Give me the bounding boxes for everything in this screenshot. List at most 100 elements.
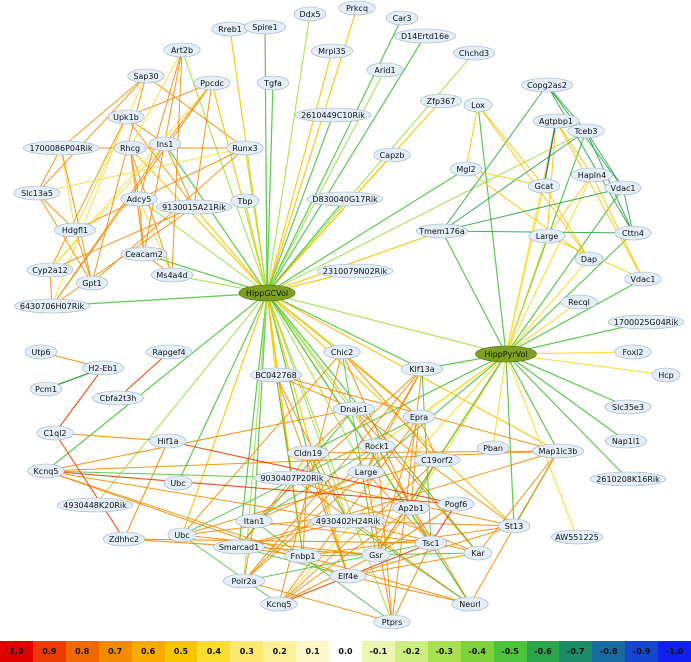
gene-node: 2610449C10Rik: [294, 107, 372, 123]
gene-node-shape: [244, 19, 287, 35]
gene-node: Pban: [476, 440, 510, 456]
gene-node-label: BC042768: [255, 371, 296, 380]
gene-node-shape: [532, 113, 580, 129]
gene-node-shape: [414, 535, 448, 551]
gene-node-shape: [36, 425, 74, 441]
gene-node: Car3: [385, 10, 419, 26]
gene-node-label: Nap1l1: [612, 437, 640, 446]
gene-node: Foxl2: [614, 344, 652, 360]
gene-node: Kar: [463, 545, 493, 561]
gene-node-label: Cttn4: [622, 229, 644, 238]
edge: [171, 49, 183, 276]
edge: [243, 542, 432, 582]
gene-node-shape: [624, 271, 662, 287]
edge: [347, 525, 515, 577]
edge: [546, 84, 634, 234]
gene-node-shape: [329, 568, 367, 584]
gene-node: BC042768: [250, 367, 302, 383]
edge: [353, 408, 479, 554]
edge: [94, 292, 268, 506]
gene-node-label: Rhcg: [120, 144, 140, 153]
gene-node-label: Mrpl35: [318, 47, 346, 56]
edge: [441, 187, 624, 232]
gene-node-label: Dap: [581, 255, 597, 264]
gene-node-shape: [103, 531, 146, 547]
gene-node-label: Itan1: [244, 517, 265, 526]
edge: [266, 154, 393, 294]
gene-node-shape: [92, 390, 144, 406]
edge: [477, 104, 545, 187]
gene-node-shape: [332, 401, 375, 417]
edge: [302, 555, 471, 605]
gene-node-label: Vdac1: [631, 275, 656, 284]
gene-node: Smarcad1: [213, 539, 265, 555]
gene-node-shape: [402, 409, 436, 425]
edge: [546, 84, 587, 132]
legend-swatch: 0.6: [131, 641, 165, 662]
gene-node-shape: [392, 500, 430, 516]
edge: [45, 450, 559, 472]
legend-swatch: -0.5: [493, 641, 527, 662]
gene-node: Large: [347, 464, 385, 480]
edge: [505, 278, 644, 355]
edge: [307, 452, 349, 522]
gene-node-label: Kar: [471, 549, 485, 558]
edge: [505, 185, 545, 355]
gene-node: D14Ertd16e: [394, 28, 456, 44]
gene-node: Rhcg: [113, 140, 147, 156]
edge: [74, 229, 93, 284]
edge: [138, 198, 268, 294]
edge: [505, 353, 629, 408]
gene-node-label: Klf13a: [409, 365, 434, 374]
gene-node: Tceb3: [567, 123, 605, 139]
gene-node: Slc13a5: [13, 185, 61, 201]
gene-node-shape: [293, 6, 327, 22]
edge: [266, 292, 349, 577]
gene-node: 1700086P04Rik: [22, 140, 100, 156]
gene-node-shape: [148, 136, 182, 152]
gene-node-label: AW551225: [555, 533, 598, 542]
gene-node: Ddx5: [293, 6, 327, 22]
gene-node: Runx3: [226, 140, 264, 156]
gene-node-label: Zfp367: [427, 97, 456, 106]
edge: [266, 198, 346, 294]
gene-node-shape: [253, 470, 331, 486]
legend-swatch: 0.5: [164, 641, 198, 662]
gene-node: Rreb1: [211, 21, 249, 37]
edge: [143, 253, 268, 294]
gene-node-shape: [27, 463, 65, 479]
legend-swatch: 0.2: [263, 641, 297, 662]
gene-node-label: Ap2b1: [398, 504, 424, 513]
gene-node: Tsc1: [414, 535, 448, 551]
legend-swatch: -0.4: [460, 641, 494, 662]
gene-node: Mgl2: [449, 161, 483, 177]
edge: [307, 408, 355, 454]
gene-node: 4930402H24Rik: [309, 513, 387, 529]
gene-node-label: Foxl2: [622, 348, 643, 357]
edge: [54, 432, 125, 540]
gene-node: D830040G17Rik: [306, 191, 384, 207]
hub-node-shape: [475, 345, 537, 363]
gene-node-label: Cbfa2t3h: [100, 394, 137, 403]
hub-node-label: HippGCVol: [246, 289, 288, 298]
gene-node-label: Pogf6: [445, 500, 467, 509]
gene-node: Ms4a4d: [151, 267, 194, 283]
edge: [278, 554, 377, 605]
gene-node-shape: [323, 344, 361, 360]
gene-node-shape: [373, 147, 411, 163]
edge: [253, 292, 268, 522]
gene-node-shape: [29, 381, 63, 397]
gene-node: Gsr: [361, 547, 391, 563]
edge: [546, 174, 593, 237]
gene-node-shape: [250, 367, 302, 383]
gene-node: Vdac1: [604, 180, 642, 196]
edge: [477, 104, 507, 355]
edge: [505, 235, 548, 355]
gene-node-shape: [24, 344, 58, 360]
gene-node: 4930448K20Rik: [56, 497, 134, 513]
gene-node-shape: [604, 433, 647, 449]
gene-node: Cyp2a12: [26, 262, 74, 278]
gene-node-shape: [155, 199, 233, 215]
gene-node-shape: [604, 180, 642, 196]
